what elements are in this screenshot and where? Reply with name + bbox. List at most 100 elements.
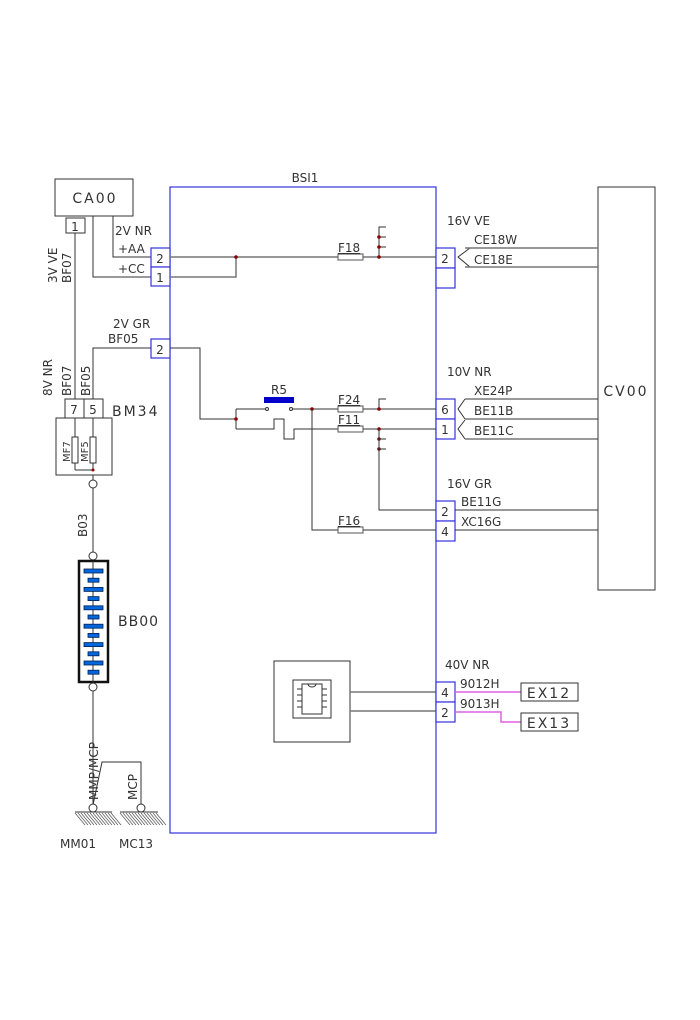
fuse-f18[interactable] [337,253,364,261]
battery-cell [83,623,104,629]
bsi1-out-pin-2-ve-number: 2 [441,252,449,266]
bsi1-pin-2-bf05-number: 2 [156,343,164,357]
ground-hatch-line [134,812,146,826]
ground-hatch-line [119,812,131,826]
wire-bf07-bm34-label: BF07 [60,366,74,396]
splice-1 [457,419,466,440]
ground-hatch-line [146,812,158,826]
ground-hatch-line [125,812,137,826]
bsi1-out-pin-1-number: 1 [441,423,449,437]
ca00-pin-number: 1 [71,220,79,234]
bsi1-out-pin-4-nr-number: 4 [441,686,449,700]
wire-be11b-label: BE11B [474,404,513,418]
junction-dot [234,255,238,259]
wire-mcp [92,761,142,806]
conn-8v-nr-label: 8V NR [41,359,55,396]
ground-hatch [74,811,167,826]
bsi1-out-pin-empty[interactable] [435,267,456,289]
mm01-label: MM01 [60,837,96,851]
ground-hatch-line [98,812,110,826]
mf5-label: MF5 [80,441,91,462]
battery-cell [87,633,100,638]
wire-xe24p-label: XE24P [474,384,512,398]
mc13-label: MC13 [119,837,153,851]
ground-hatch-line [80,812,92,826]
wire-mcp-label: MCP [126,774,140,800]
fuse-f24[interactable] [337,405,364,413]
ground-hatch-line [155,812,167,826]
wire-9013h [455,711,521,723]
bm34-pin-7-number: 7 [70,403,78,417]
ground-hatch-line [74,812,86,826]
bsi1-out-pin-1[interactable] [435,418,456,440]
ground-terminal-mc13 [136,803,146,813]
battery-cell [83,605,104,611]
ex13-box[interactable] [520,712,579,732]
cv00-label: CV00 [603,384,648,400]
fuse-f11[interactable] [337,425,364,433]
relay-contact [265,407,269,411]
ground-hatch-line [128,812,140,826]
conn-3v-ve-label: 3V VE [46,248,60,283]
terminal-top [88,479,98,489]
ground-hatch-line [107,812,119,826]
bb00-label: BB00 [118,614,159,630]
fuse-mf7 [71,436,79,464]
mf7-label: MF7 [62,441,73,462]
tap-f18-1 [378,226,386,257]
bsi1-out-pin-4-gr-number: 4 [441,525,449,539]
bsi1-out-pin-2-gr-number: 2 [441,505,449,519]
ground-hatch-line [149,812,161,826]
wire-be11g-label: BE11G [461,495,501,509]
wire-be11c-label: BE11C [474,424,513,438]
wire-xc16g-label: XC16G [461,515,501,529]
wire-cc [92,216,151,278]
wire-bf05 [92,347,151,399]
relay-r5-label: R5 [271,383,287,397]
ground-hatch-line [137,812,149,826]
wire-bf05-internal [170,347,236,420]
terminal-battery-bottom [88,682,98,692]
pin-aa-label: +AA [118,242,146,256]
wire-9012h-label: 9012H [460,677,500,691]
wire-bf05-bm34-label: BF05 [79,366,93,396]
junction-dot [377,235,381,239]
ground-hatch-line [131,812,143,826]
wire-aa [112,216,151,258]
wire-ce18e-label: CE18E [474,253,513,267]
cv00-box[interactable] [597,186,656,591]
ecu-module-box[interactable] [273,660,351,743]
bm34-label: BM34 [112,404,160,420]
bsi1-out-pin-4-gr[interactable] [435,520,456,542]
battery-cell [83,568,104,574]
fuse-f18-label: F18 [338,241,360,255]
ca00-box[interactable] [54,178,134,217]
wire-mmp-mcp-label: MMP/MCP [87,742,101,800]
ground-hatch-line [140,812,152,826]
ic-chip-icon [292,679,332,719]
fuse-f16[interactable] [337,526,364,534]
ca00-label: CA00 [72,191,117,207]
battery-cell [87,577,100,583]
pin-cc-label: +CC [118,262,145,276]
ground-hatch-line [95,812,107,826]
ground-hatch-line [92,812,104,826]
battery-cell [83,642,104,647]
fuse-f24-label: F24 [338,393,360,407]
battery-cells [83,568,104,675]
ground-hatch-line [122,812,134,826]
wire-bf05-label: BF05 [108,332,138,346]
ex12-box[interactable] [520,682,579,702]
wire-relay-coil [236,418,436,440]
splice-ve [457,247,471,268]
relay-r5[interactable] [264,397,294,403]
wire-ce18w-label: CE18W [474,233,517,247]
wire-9013h-label: 9013H [460,697,500,711]
ground-hatch-line [86,812,98,826]
bm34-pin-5-number: 5 [89,403,97,417]
splice-6 [457,398,466,420]
conn-2v-gr-label: 2V GR [113,317,150,331]
conn-40v-nr-label: 40V NR [445,658,490,672]
bm34-fuse-box[interactable] [55,417,113,476]
fuse-mf5 [89,436,97,464]
